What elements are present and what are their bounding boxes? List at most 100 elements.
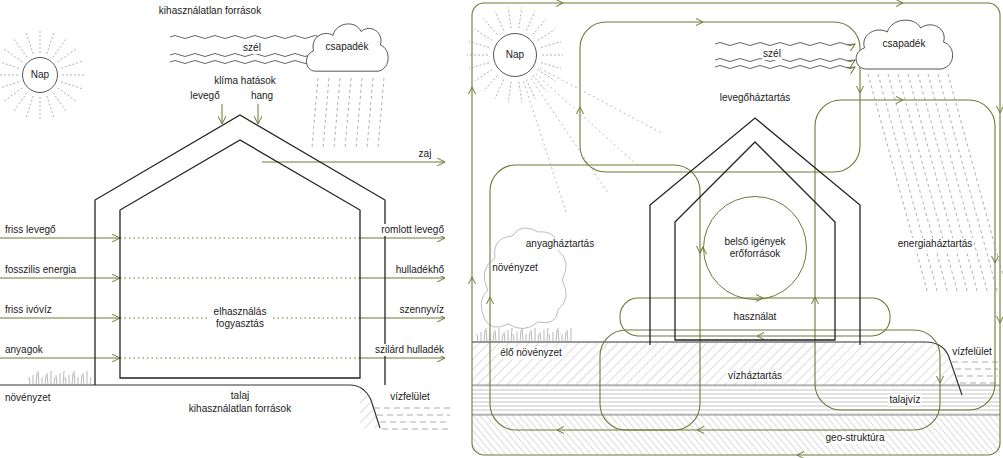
label: levegő bbox=[189, 90, 220, 102]
sun-ray bbox=[524, 82, 566, 212]
grass bbox=[502, 334, 503, 342]
rain-line bbox=[948, 74, 1003, 294]
label: friss levegő bbox=[4, 224, 57, 236]
grass bbox=[36, 373, 37, 385]
grass bbox=[45, 375, 46, 385]
rain-line bbox=[898, 74, 958, 294]
sun-ray bbox=[58, 88, 76, 101]
sun-ray bbox=[4, 49, 22, 62]
grass bbox=[540, 332, 541, 342]
resource-circle: belső igények erőforrások bbox=[703, 196, 807, 300]
node-text: belső igények erőforrások bbox=[714, 236, 796, 260]
rain-line bbox=[888, 74, 948, 294]
label: hulladékhő bbox=[395, 264, 445, 276]
sun-ray bbox=[475, 29, 493, 40]
rain-line bbox=[868, 74, 928, 294]
rain-line bbox=[367, 78, 373, 148]
rain-line bbox=[345, 78, 351, 148]
sun-ray bbox=[62, 75, 84, 76]
grass bbox=[504, 332, 505, 342]
label: klíma hatások bbox=[213, 75, 277, 87]
rain-line bbox=[356, 78, 362, 148]
rain-line bbox=[918, 74, 978, 294]
flow-arrowhead bbox=[896, 0, 903, 7]
grass bbox=[567, 330, 568, 342]
flow-arrowhead bbox=[992, 256, 999, 263]
rain-line bbox=[323, 78, 329, 148]
flow-arrowhead bbox=[577, 107, 584, 114]
node-text: Nap bbox=[506, 49, 524, 61]
grass bbox=[508, 330, 509, 342]
grass bbox=[484, 330, 485, 342]
sun-ray bbox=[536, 74, 638, 166]
grass bbox=[33, 375, 34, 385]
node-text: használat bbox=[713, 311, 797, 323]
grass bbox=[63, 371, 64, 385]
grass bbox=[42, 377, 43, 385]
sun-ray bbox=[531, 78, 608, 192]
flow-arrowhead bbox=[556, 0, 563, 7]
label: zaj bbox=[418, 148, 433, 160]
grass bbox=[529, 332, 530, 342]
label: kihasználatlan források bbox=[188, 403, 292, 415]
grass bbox=[87, 371, 88, 385]
node-text: csapadék bbox=[326, 41, 369, 53]
label: élő növényzet bbox=[499, 347, 563, 359]
sun-ray bbox=[47, 96, 54, 117]
sun-ray bbox=[540, 68, 661, 132]
label: levegőháztartás bbox=[719, 92, 792, 104]
sun-ray bbox=[26, 96, 33, 117]
label: geo-struktúra bbox=[825, 432, 886, 444]
right-panel bbox=[472, 3, 1000, 455]
grass bbox=[69, 375, 70, 385]
flow-arrowhead bbox=[937, 376, 944, 383]
sun-ray bbox=[533, 75, 547, 91]
sun-ray bbox=[538, 70, 556, 81]
flow-arrowhead bbox=[797, 452, 804, 458]
grass bbox=[495, 330, 496, 342]
grass bbox=[565, 332, 566, 342]
sun-ray bbox=[484, 75, 498, 91]
grass bbox=[571, 328, 572, 342]
grass bbox=[81, 375, 82, 385]
grass bbox=[558, 328, 559, 342]
grass bbox=[54, 377, 55, 385]
grass bbox=[51, 371, 52, 385]
sun-ray bbox=[495, 11, 504, 30]
rain-line bbox=[378, 78, 384, 148]
node-text: elhasználás fogyasztás bbox=[207, 306, 273, 330]
label: kihasználatlan források bbox=[158, 5, 262, 17]
flow-arrowhead bbox=[696, 19, 703, 26]
label: friss ivóvíz bbox=[4, 304, 53, 316]
flow-arrowhead bbox=[997, 106, 1003, 113]
flow-arrowhead bbox=[857, 86, 864, 93]
grass bbox=[56, 375, 57, 385]
grass bbox=[549, 334, 550, 342]
sun-ray bbox=[14, 93, 27, 111]
grass bbox=[513, 334, 514, 342]
grass bbox=[47, 373, 48, 385]
label: szennyvíz bbox=[399, 304, 445, 316]
grass bbox=[38, 371, 39, 385]
sun-ray bbox=[519, 7, 522, 28]
sun-ray bbox=[14, 39, 27, 57]
sun-ray bbox=[484, 19, 498, 35]
grass bbox=[90, 377, 91, 385]
sun-ray bbox=[541, 63, 561, 69]
label: vízfelület bbox=[389, 391, 430, 403]
label: növényzet bbox=[4, 392, 52, 404]
house: elhasználás fogyasztás bbox=[95, 115, 385, 385]
flow-arrowhead bbox=[469, 87, 476, 94]
label: anyagok bbox=[4, 344, 44, 356]
label: talajvíz bbox=[888, 394, 921, 406]
sun-ray bbox=[53, 93, 66, 111]
flow-arrowhead bbox=[756, 295, 763, 302]
rain-line bbox=[938, 74, 998, 294]
grass bbox=[553, 332, 554, 342]
wind-line bbox=[715, 66, 855, 69]
flow-arrowhead bbox=[697, 427, 704, 434]
flow-arrowhead bbox=[557, 427, 564, 434]
node-text: csapadék bbox=[883, 38, 926, 50]
grass bbox=[486, 328, 487, 342]
flow-arrowhead bbox=[997, 316, 1003, 323]
